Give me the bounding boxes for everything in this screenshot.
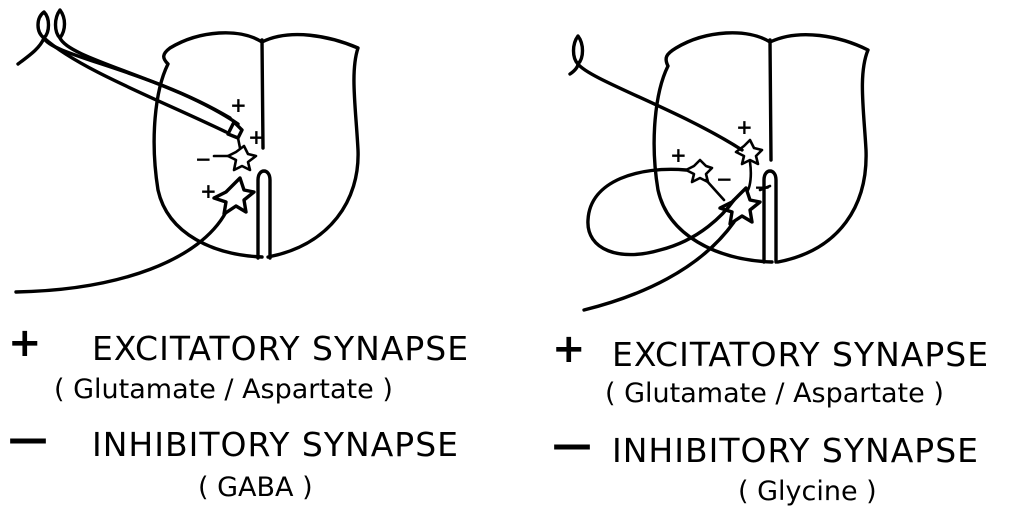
left-excitatory-interneuron [228, 122, 242, 138]
left-ventral-fissure [258, 171, 270, 258]
left-mark-plus-3: + [200, 179, 217, 203]
left-efferent-axon [16, 212, 226, 292]
right-inhibitory-symbol: — [552, 422, 592, 468]
left-mark-plus-2: + [248, 125, 265, 149]
left-ganglion-cell-1 [38, 12, 49, 38]
right-inhibitory-interneuron [686, 160, 712, 182]
right-mark-minus-2: − [754, 175, 771, 199]
right-cord-outline-right [770, 35, 868, 262]
right-legend: + EXCITATORY SYNAPSE ( Glutamate / Aspar… [552, 326, 989, 507]
left-afferent-fiber-1 [18, 38, 230, 118]
left-inhibitory-interneuron [228, 146, 256, 170]
right-mark-plus-1: + [736, 115, 753, 139]
right-spinal-cord-section: + + − − [570, 33, 868, 310]
right-inhibitory-label: INHIBITORY SYNAPSE [612, 431, 979, 470]
right-excitatory-transmitter: ( Glutamate / Aspartate ) [605, 378, 944, 409]
left-spinal-cord-section: + + − + [16, 10, 358, 292]
right-mark-plus-2: + [670, 143, 687, 167]
left-mark-minus: − [195, 147, 212, 171]
left-inhibitory-symbol: — [8, 416, 48, 462]
right-recurrent-fiber [588, 169, 734, 254]
left-cord-outline-right [262, 35, 358, 257]
right-efferent-axon [584, 222, 734, 310]
left-inhibitory-transmitter: ( GABA ) [198, 472, 313, 503]
left-afferent-fiber-2 [60, 38, 238, 124]
right-dorsal-septum [770, 40, 771, 160]
left-legend: + EXCITATORY SYNAPSE ( Glutamate / Aspar… [8, 320, 469, 503]
left-excitatory-transmitter: ( Glutamate / Aspartate ) [54, 374, 393, 405]
left-cord-outline [154, 33, 262, 257]
right-excitatory-symbol: + [552, 326, 586, 372]
right-excitatory-interneuron [736, 140, 762, 164]
left-ganglion-cell-2 [56, 10, 65, 38]
left-excitatory-label: EXCITATORY SYNAPSE [92, 329, 469, 368]
right-mark-minus-1: − [716, 167, 733, 191]
right-inhibitory-transmitter: ( Glycine ) [738, 476, 877, 507]
left-motor-neuron [214, 178, 254, 214]
right-excitatory-label: EXCITATORY SYNAPSE [612, 335, 989, 374]
right-ganglion-cell [574, 36, 583, 64]
left-excitatory-symbol: + [8, 320, 42, 366]
left-inhibitory-label: INHIBITORY SYNAPSE [92, 425, 459, 464]
left-mark-plus-1: + [230, 93, 247, 117]
